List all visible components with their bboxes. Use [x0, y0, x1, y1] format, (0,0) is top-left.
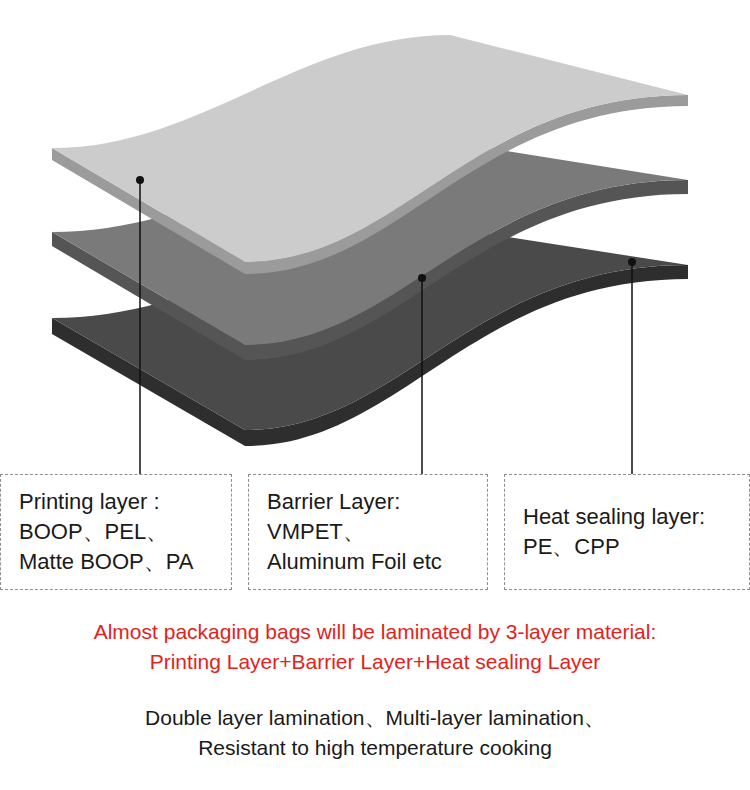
leader-line — [631, 262, 633, 474]
material-list: BOOP、PEL、 Matte BOOP、PA — [19, 517, 221, 577]
layer-heading: Barrier Layer: — [267, 487, 477, 517]
layer-callout-box: Printing layer :BOOP、PEL、 Matte BOOP、PA — [0, 474, 232, 590]
layer-heading: Printing layer : — [19, 487, 221, 517]
layer-heading: Heat sealing layer: — [523, 502, 739, 532]
material-list: PE、CPP — [523, 532, 739, 562]
printing-sheet — [52, 35, 688, 274]
layer-callout-box: Heat sealing layer:PE、CPP — [504, 474, 750, 590]
leader-lines — [140, 180, 632, 474]
note-features: Double layer lamination、Multi-layer lami… — [0, 703, 750, 763]
leader-dot — [418, 274, 426, 282]
note-red: Almost packaging bags will be laminated … — [0, 617, 750, 677]
layer-callout-box: Barrier Layer:VMPET、 Aluminum Foil etc — [248, 474, 488, 590]
leader-dot — [628, 258, 636, 266]
material-list: VMPET、 Aluminum Foil etc — [267, 517, 477, 577]
leader-dots — [136, 176, 636, 282]
sheet-face — [52, 35, 688, 262]
leader-dot — [136, 176, 144, 184]
leader-line — [421, 278, 423, 474]
leader-line — [139, 180, 141, 474]
